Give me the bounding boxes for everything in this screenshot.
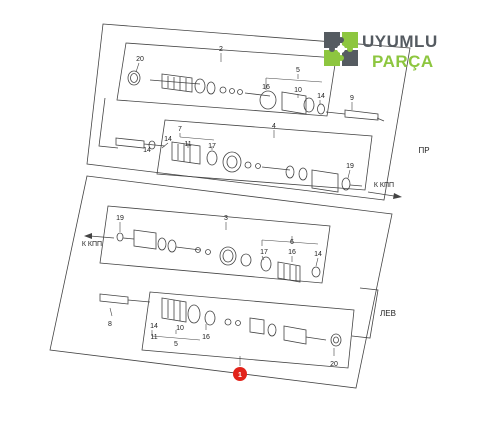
lower-label-8: 8 — [108, 321, 112, 328]
upper-label-4: 4 — [272, 123, 276, 130]
upper-gearbox-arrowhead — [393, 193, 402, 199]
upper-label-17: 17 — [208, 143, 216, 150]
lower-label-17: 17 — [260, 249, 268, 256]
lower-label-16: 16 — [202, 334, 210, 341]
lower-top-inner-frame — [99, 205, 331, 284]
lower-bottom-assembly — [99, 293, 342, 347]
upper-label-16: 16 — [262, 84, 270, 91]
upper-bottom-inner-frame — [156, 119, 373, 191]
upper-connector — [98, 97, 119, 149]
upper-label-9: 9 — [350, 95, 354, 102]
lower-label-3: 3 — [224, 215, 228, 222]
upper-label-5: 5 — [296, 67, 300, 74]
lower-label-20: 20 — [330, 361, 338, 368]
brand-word-2: PARÇA — [372, 52, 434, 71]
upper-side-label: ПР — [418, 146, 429, 155]
upper-top-assembly — [127, 70, 385, 122]
upper-label-7: 7 — [178, 126, 182, 133]
lower-label-19: 19 — [116, 215, 124, 222]
upper-label-14c: 14 — [143, 147, 151, 154]
upper-leader-lines — [135, 53, 353, 179]
upper-label-20: 20 — [136, 56, 144, 63]
upper-outer-frame — [86, 23, 411, 201]
callout-label: 1 — [238, 372, 242, 379]
lower-group — [49, 175, 393, 389]
lower-leader-lines — [109, 222, 335, 366]
upper-group — [86, 23, 411, 201]
puzzle-gear-icon — [324, 32, 358, 66]
lower-top-assembly — [116, 229, 321, 283]
lower-label-14b: 14 — [150, 323, 158, 330]
upper-label-14a: 14 — [317, 93, 325, 100]
callout-marker[interactable]: 1 — [233, 367, 247, 381]
lower-label-11: 11 — [150, 334, 157, 341]
brand-word-1: UYUMLU — [362, 32, 438, 51]
lower-label-6: 6 — [290, 239, 294, 246]
lower-gearbox-arrowhead — [84, 233, 92, 239]
upper-label-14b: 14 — [164, 136, 172, 143]
lower-outer-frame — [49, 175, 393, 389]
upper-label-10: 10 — [294, 87, 302, 94]
upper-label-2: 2 — [219, 46, 223, 53]
upper-gearbox-label: К КПП — [374, 182, 394, 189]
upper-bottom-assembly — [115, 137, 363, 193]
lower-label-16: 16 — [288, 249, 296, 256]
lower-side-label: ЛЕВ — [380, 309, 396, 318]
upper-label-19: 19 — [346, 163, 354, 170]
brand-logo[interactable]: UYUMLU PARÇA — [322, 26, 482, 78]
lower-connector — [351, 287, 379, 339]
upper-label-11: 11 — [184, 141, 191, 148]
lower-bottom-inner-frame — [141, 291, 355, 369]
upper-gearbox-arrow — [367, 191, 395, 197]
lower-label-5: 5 — [174, 341, 178, 348]
lower-label-10: 10 — [176, 325, 184, 332]
upper-top-inner-frame — [116, 42, 337, 117]
lower-label-14a: 14 — [314, 251, 322, 258]
lower-gearbox-arrow — [89, 235, 115, 239]
lower-gearbox-label: К КПП — [82, 241, 102, 248]
